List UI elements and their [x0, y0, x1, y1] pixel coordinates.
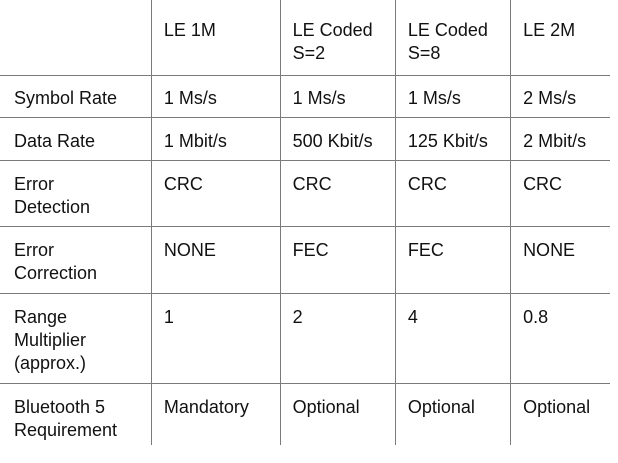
table-cell: 0.8 [510, 293, 610, 384]
table-cell: 1 Ms/s [279, 75, 396, 118]
table-cell: Optional [394, 383, 511, 445]
header-cell-le-coded-s2: LE Coded S=2 [279, 0, 396, 76]
header-cell-le-2m: LE 2M [510, 0, 610, 76]
table-cell: 2 Mbit/s [510, 117, 610, 161]
row-label: Error Detection [0, 160, 152, 227]
table-cell: 500 Kbit/s [279, 117, 396, 161]
table-cell: NONE [150, 226, 281, 294]
table-cell: Optional [510, 383, 610, 445]
table-cell: FEC [279, 226, 396, 294]
table-row: Error Detection CRC CRC CRC CRC [0, 160, 610, 227]
table-cell: Mandatory [150, 383, 281, 445]
header-row: LE 1M LE Coded S=2 LE Coded S=8 LE 2M [0, 0, 610, 76]
table-row: Range Multiplier (approx.) 1 2 4 0.8 [0, 293, 610, 384]
table-cell: FEC [394, 226, 511, 294]
header-cell-empty [0, 0, 152, 76]
table-cell: 4 [394, 293, 511, 384]
table-cell: 1 Mbit/s [150, 117, 281, 161]
table-cell: Optional [279, 383, 396, 445]
table-cell: NONE [510, 226, 610, 294]
phy-comparison-table: LE 1M LE Coded S=2 LE Coded S=8 LE 2M Sy… [0, 0, 610, 445]
header-cell-le-coded-s8: LE Coded S=8 [394, 0, 511, 76]
table-cell: 2 Ms/s [510, 75, 610, 118]
row-label: Error Correction [0, 226, 152, 294]
table-cell: 1 Ms/s [150, 75, 281, 118]
table-cell: 2 [279, 293, 396, 384]
table-cell: CRC [510, 160, 610, 227]
table-row: Symbol Rate 1 Ms/s 1 Ms/s 1 Ms/s 2 Ms/s [0, 75, 610, 118]
row-label: Bluetooth 5 Requirement [14, 396, 118, 440]
table-cell: 1 Ms/s [394, 75, 511, 118]
row-label: Symbol Rate [0, 75, 152, 118]
table-cell: CRC [279, 160, 396, 227]
row-label: Data Rate [0, 117, 152, 161]
table-cell: 125 Kbit/s [394, 117, 511, 161]
table-row: Bluetooth 5 Requirement Mandatory Option… [0, 383, 610, 445]
table-cell: CRC [394, 160, 511, 227]
table-row: Data Rate 1 Mbit/s 500 Kbit/s 125 Kbit/s… [0, 117, 610, 161]
row-label: Range Multiplier (approx.) [0, 293, 152, 384]
header-cell-le-1m: LE 1M [150, 0, 281, 76]
table-row: Error Correction NONE FEC FEC NONE [0, 226, 610, 294]
table-cell: 1 [150, 293, 281, 384]
table-cell: CRC [150, 160, 281, 227]
